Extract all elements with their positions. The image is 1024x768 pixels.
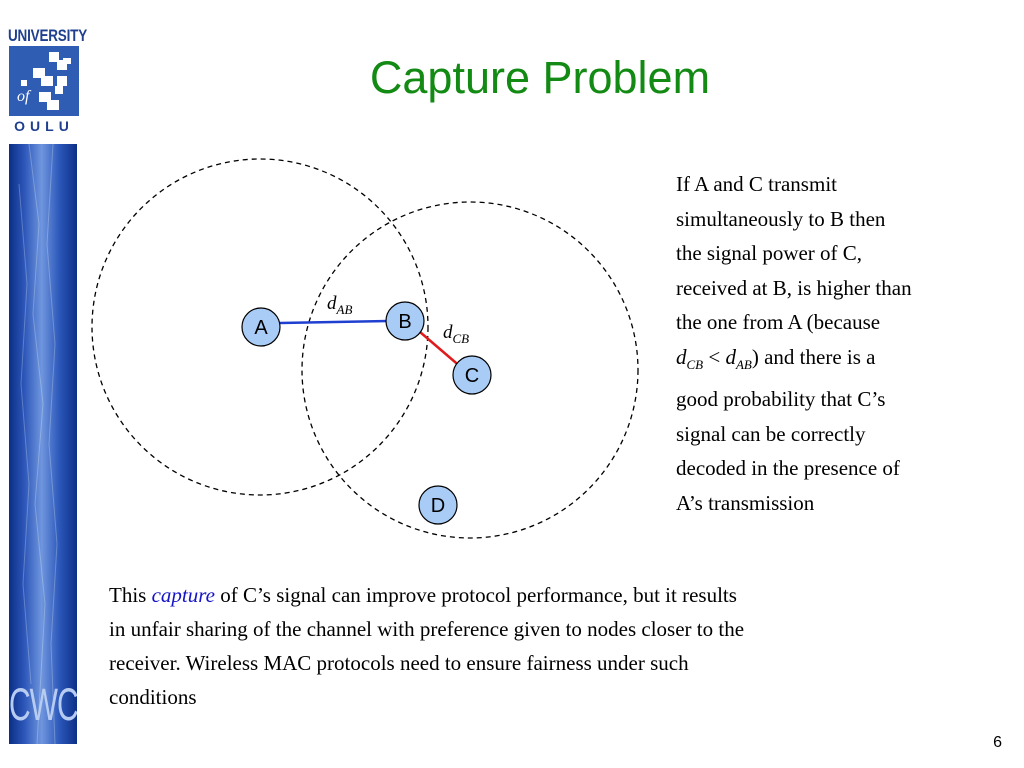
- formula-d-cb-base: d: [676, 344, 687, 369]
- logo-pattern-icon: [21, 52, 71, 110]
- conclusion-text: This capture of C’s signal can improve p…: [109, 578, 989, 714]
- explanation-text: If A and C transmit simultaneously to B …: [676, 167, 1006, 520]
- node-b-label: B: [398, 311, 411, 333]
- page-number: 6: [993, 734, 1002, 751]
- formula-d-cb: dCB: [676, 344, 704, 372]
- explanation-line: the one from A (because: [676, 310, 881, 334]
- sidebar-texture: [18, 144, 58, 744]
- explanation-line: good probability that C’s: [676, 387, 886, 412]
- link-c-b: [419, 331, 463, 369]
- formula-operator: <: [703, 344, 726, 369]
- logo-university-text: UNIVERSITY: [8, 26, 88, 45]
- distance-label-cb-base: d: [443, 322, 453, 343]
- logo-oulu-text: OULU: [14, 118, 74, 134]
- conclusion-line-end: of C’s signal can improve protocol perfo…: [214, 583, 737, 607]
- formula-d-cb-sub: CB: [686, 356, 704, 372]
- node-d-label: D: [431, 495, 445, 517]
- explanation-line: decoded in the presence of: [676, 456, 900, 481]
- node-a-label: A: [254, 317, 268, 339]
- sidebar-banner: CWC: [9, 144, 77, 744]
- conclusion-line: This capture of C’s signal can improve p…: [109, 578, 989, 612]
- explanation-line: the signal power of C,: [676, 241, 863, 265]
- node-a: A: [241, 307, 281, 347]
- logo-of-text: of: [17, 88, 30, 105]
- cwc-label: CWC: [9, 681, 77, 731]
- distance-label-ab-base: d: [327, 293, 337, 314]
- explanation-line: simultaneously to B then: [676, 206, 886, 231]
- conclusion-line-start: This: [109, 583, 152, 607]
- capture-diagram: A B C D dAB dCB: [91, 158, 639, 539]
- explanation-line: signal can be correctly: [676, 421, 866, 446]
- explanation-line-rest: ) and there is a: [751, 344, 876, 369]
- formula-d-ab-sub: AB: [735, 356, 752, 372]
- link-a-b: [279, 319, 389, 325]
- explanation-line: If A and C transmit: [676, 172, 837, 196]
- range-circle-c: [301, 201, 639, 539]
- distance-label-cb-sub: CB: [453, 331, 470, 346]
- node-b: B: [385, 301, 425, 341]
- explanation-line: received at B, is higher than: [676, 275, 912, 300]
- distance-label-cb: dCB: [443, 322, 469, 346]
- conclusion-line: receiver. Wireless MAC protocols need to…: [109, 651, 689, 675]
- range-circle-a: [91, 158, 429, 496]
- explanation-formula-line: dCB < dAB) and there is a: [676, 340, 1006, 383]
- conclusion-line: in unfair sharing of the channel with pr…: [109, 617, 745, 641]
- distance-label-ab-sub: AB: [336, 302, 353, 317]
- node-c: C: [452, 355, 492, 395]
- distance-label-ab: dAB: [327, 293, 352, 317]
- capture-emphasis: capture: [151, 583, 215, 607]
- slide-title: Capture Problem: [369, 52, 711, 103]
- formula-d-ab-base: d: [725, 344, 736, 369]
- node-c-label: C: [465, 365, 479, 387]
- conclusion-line: conditions: [109, 685, 197, 709]
- logo-emblem: of: [9, 46, 79, 116]
- university-of-oulu-logo: UNIVERSITY of OULU: [8, 26, 88, 134]
- formula-d-ab: dAB: [725, 344, 752, 372]
- node-d: D: [418, 485, 458, 525]
- explanation-line: A’s transmission: [676, 490, 815, 515]
